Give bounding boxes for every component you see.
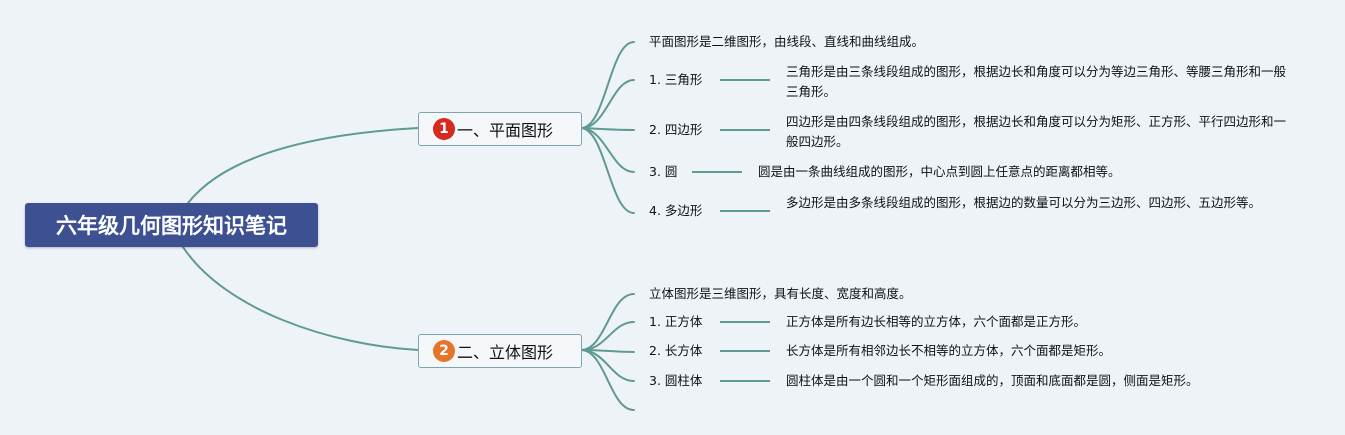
cuboid-description[interactable]: 长方体是所有相邻边长不相等的立方体，六个面都是矩形。 bbox=[786, 343, 1112, 358]
subtopic-circle[interactable]: 3. 圆 bbox=[649, 164, 678, 179]
subtopic-triangle[interactable]: 1. 三角形 bbox=[649, 72, 703, 87]
branch-plane-figures[interactable]: 1 一、平面图形 bbox=[418, 112, 582, 146]
circle-description[interactable]: 圆是由一条曲线组成的图形，中心点到圆上任意点的距离都相等。 bbox=[758, 164, 1121, 179]
polygon-description[interactable]: 多边形是由多条线段组成的图形，根据边的数量可以分为三边形、四边形、五边形等。 bbox=[786, 195, 1262, 210]
subtopic-intro[interactable]: 立体图形是三维图形，具有长度、宽度和高度。 bbox=[649, 286, 912, 301]
subtopic-cube[interactable]: 1. 正方体 bbox=[649, 314, 703, 329]
subtopic-cuboid[interactable]: 2. 长方体 bbox=[649, 343, 703, 358]
root-title: 六年级几何图形知识笔记 bbox=[56, 214, 287, 238]
cube-description[interactable]: 正方体是所有边长相等的立方体，六个面都是正方形。 bbox=[786, 314, 1087, 329]
root-topic[interactable]: 六年级几何图形知识笔记 bbox=[25, 203, 318, 247]
quadrilateral-description[interactable]: 四边形是由四条线段组成的图形，根据边长和角度可以分为矩形、正方形、平行四边形和一… bbox=[786, 114, 1287, 149]
subtopic-polygon[interactable]: 4. 多边形 bbox=[649, 203, 703, 218]
subtopic-intro[interactable]: 平面图形是二维图形，由线段、直线和曲线组成。 bbox=[649, 34, 925, 49]
subtopic-cylinder[interactable]: 3. 圆柱体 bbox=[649, 373, 703, 388]
triangle-description[interactable]: 三角形是由三条线段组成的图形，根据边长和角度可以分为等边三角形、等腰三角形和一般… bbox=[786, 64, 1287, 99]
branch-title: 一、平面图形 bbox=[457, 121, 554, 140]
branch-title: 二、立体图形 bbox=[457, 343, 554, 362]
branch-solid-figures[interactable]: 2 二、立体图形 bbox=[418, 334, 582, 368]
priority-1-badge: 1 bbox=[433, 118, 455, 140]
priority-2-badge: 2 bbox=[433, 340, 455, 362]
subtopic-quadrilateral[interactable]: 2. 四边形 bbox=[649, 122, 703, 137]
cylinder-description[interactable]: 圆柱体是由一个圆和一个矩形面组成的，顶面和底面都是圆，侧面是矩形。 bbox=[786, 373, 1199, 388]
